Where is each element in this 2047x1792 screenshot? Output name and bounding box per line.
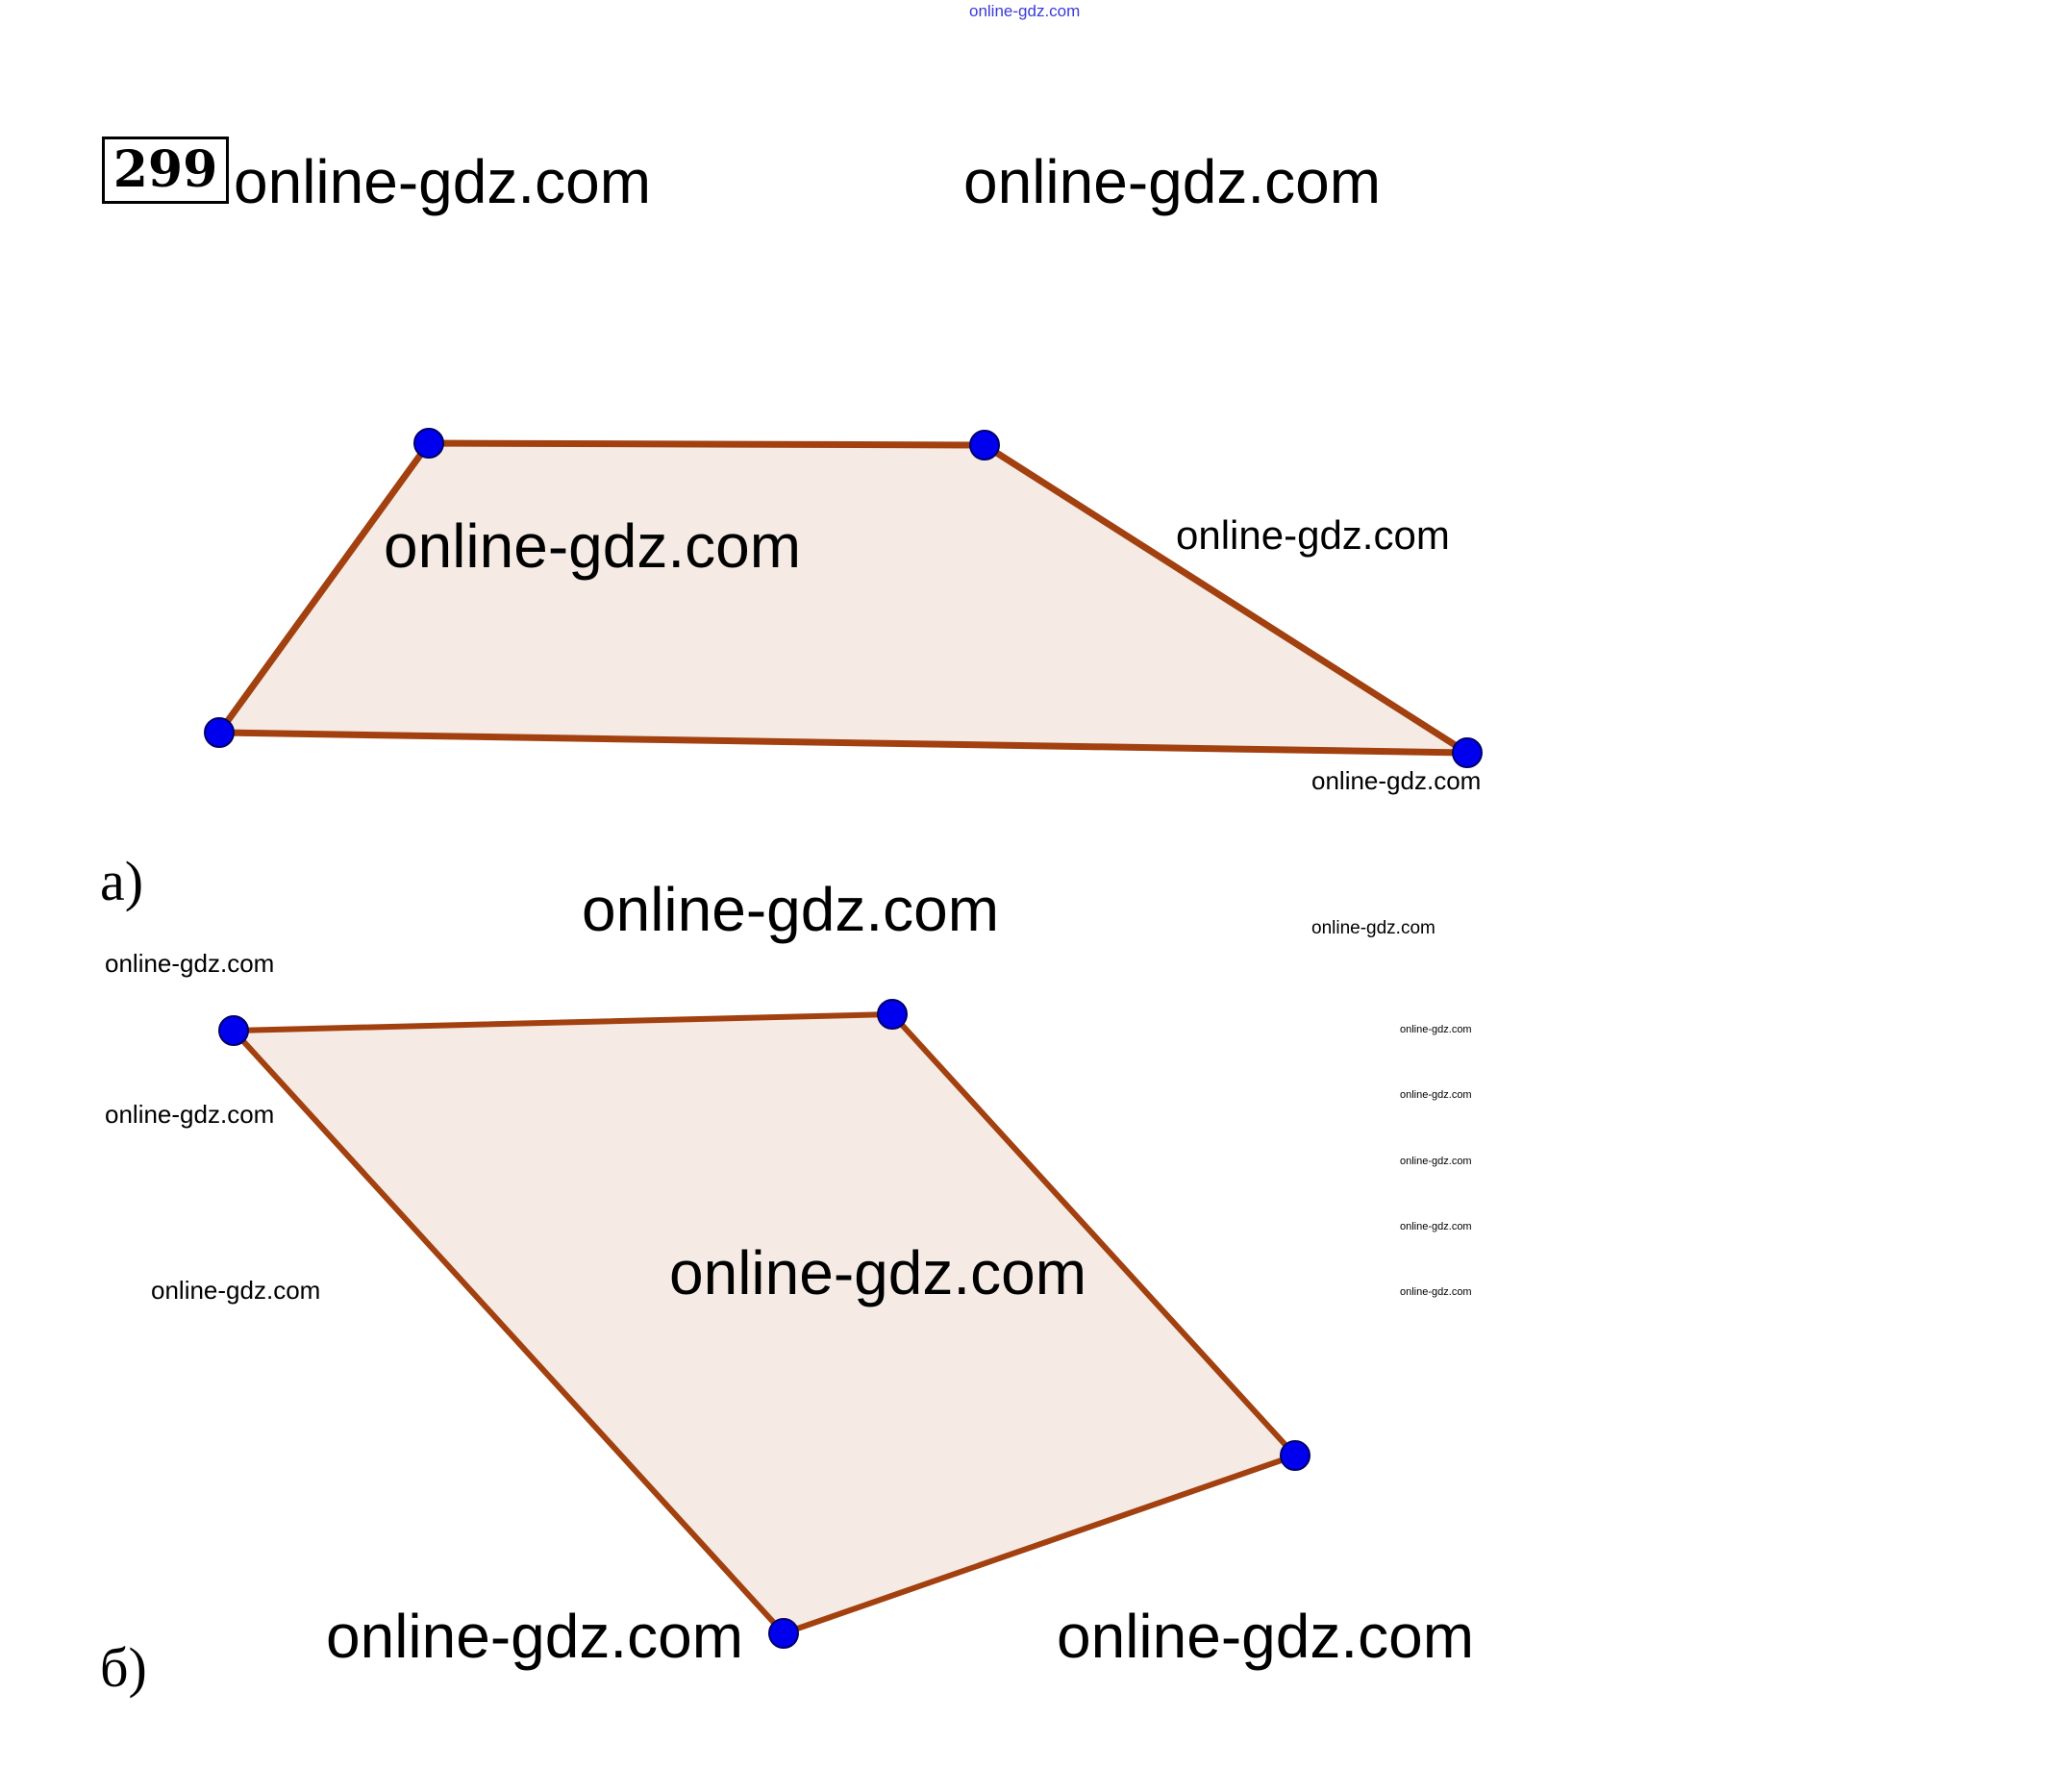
vertex-point — [413, 428, 444, 459]
watermark: online-gdz.com — [326, 1602, 743, 1671]
watermark: online-gdz.com — [1400, 1024, 1472, 1035]
watermark: online-gdz.com — [1400, 1286, 1472, 1298]
watermark: online-gdz.com — [669, 1238, 1086, 1307]
watermark: online-gdz.com — [1176, 512, 1450, 558]
quadrilateral-b — [231, 1011, 1298, 1636]
watermark: online-gdz.com — [1400, 1089, 1472, 1101]
figure-label-b: б) — [100, 1636, 147, 1699]
watermark: online-gdz.com — [384, 511, 801, 581]
vertex-point — [768, 1618, 799, 1649]
watermark: online-gdz.com — [1311, 918, 1435, 938]
watermark: online-gdz.com — [582, 875, 999, 944]
vertex-point — [1280, 1440, 1311, 1471]
vertex-point — [218, 1015, 249, 1046]
quadrilateral-a — [215, 439, 1471, 757]
watermark: online-gdz.com — [1311, 766, 1482, 795]
watermark: online-gdz.com — [969, 2, 1081, 20]
watermark: online-gdz.com — [234, 147, 651, 216]
watermark: online-gdz.com — [1400, 1156, 1472, 1167]
vertex-point — [204, 717, 235, 748]
watermark: online-gdz.com — [963, 147, 1381, 216]
vertex-point — [969, 430, 1000, 460]
watermark: online-gdz.com — [1400, 1221, 1472, 1232]
watermark: online-gdz.com — [1057, 1602, 1474, 1671]
problem-number: 299 — [102, 137, 229, 204]
figure-label-a: а) — [100, 850, 144, 912]
vertex-point — [877, 999, 908, 1030]
vertex-point — [1452, 737, 1483, 768]
watermark: online-gdz.com — [105, 949, 275, 978]
watermark: online-gdz.com — [151, 1276, 321, 1305]
watermark: online-gdz.com — [105, 1100, 275, 1129]
